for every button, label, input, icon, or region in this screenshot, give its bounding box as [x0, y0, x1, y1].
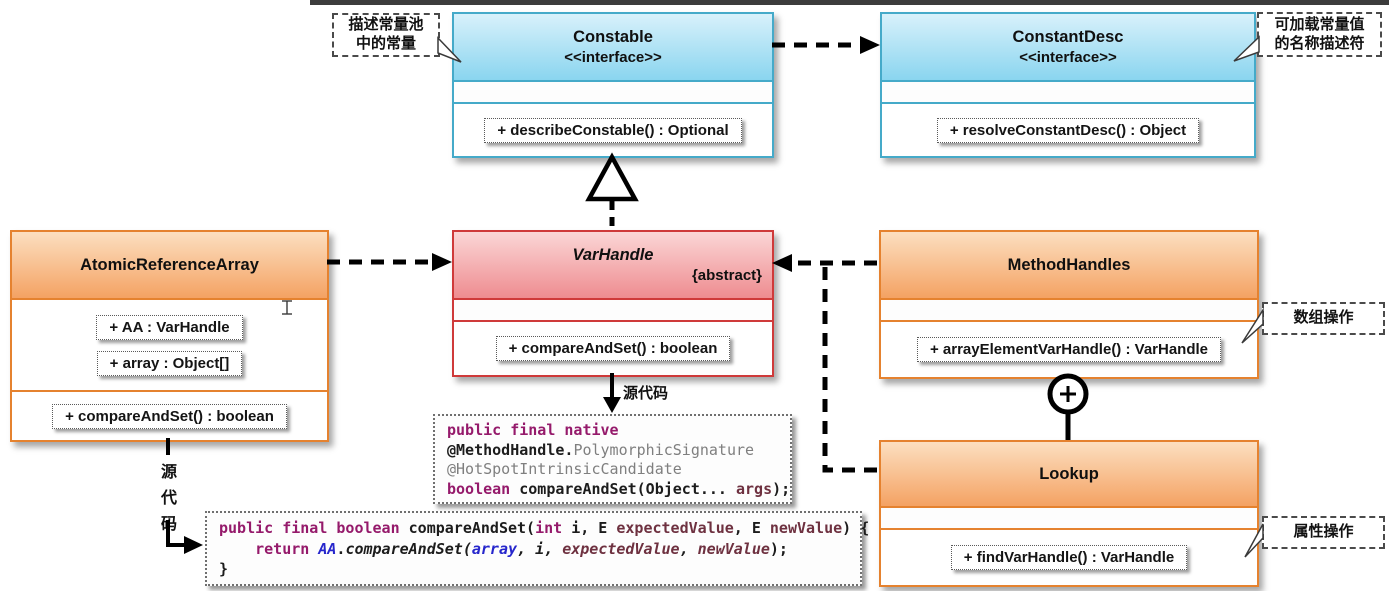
source-code-label-ara: 源 代 码 — [159, 458, 179, 534]
constantdesc-header: ConstantDesc <<interface>> — [882, 14, 1254, 82]
source-code-char-3: 码 — [160, 516, 177, 533]
lookup-methods-compartment: + findVarHandle() : VarHandle — [881, 530, 1257, 585]
note-constantdesc: 可加载常量值 的名称描述符 — [1257, 12, 1382, 57]
note-constable-line2: 中的常量 — [355, 36, 416, 52]
note-field-operation: 属性操作 — [1262, 516, 1385, 549]
constantdesc-method-chip: + resolveConstantDesc() : Object — [936, 117, 1200, 143]
atomicreferencearray-fields-compartment: + AA : VarHandle + array : Object[] — [12, 300, 327, 392]
note-constable: 描述常量池 中的常量 — [332, 13, 440, 57]
window-top-edge — [310, 0, 1389, 5]
varhandle-method-chip: + compareAndSet() : boolean — [495, 336, 731, 361]
constable-methods-compartment: + describeConstable() : Optional — [454, 104, 772, 156]
class-box-atomicreferencearray: AtomicReferenceArray + AA : VarHandle + … — [10, 230, 329, 442]
varhandle-name: VarHandle — [572, 246, 654, 264]
realization-arrow-varhandle-to-constable — [585, 152, 639, 228]
field-chip-array: + array : Object[] — [96, 350, 243, 376]
constantdesc-methods-compartment: + resolveConstantDesc() : Object — [882, 104, 1254, 156]
note-field-operation-text: 属性操作 — [1293, 524, 1354, 540]
dependency-arrow-methodhandles-to-varhandle — [772, 254, 877, 272]
field-chip-aa: + AA : VarHandle — [96, 314, 243, 340]
class-box-lookup: Lookup + findVarHandle() : VarHandle — [879, 440, 1259, 587]
class-box-constable: Constable <<interface>> + describeConsta… — [452, 12, 774, 158]
source-code-label-varhandle: 源代码 — [623, 386, 669, 402]
note-constable-line1: 描述常量池 — [348, 17, 424, 33]
varhandle-methods-compartment: + compareAndSet() : boolean — [454, 322, 772, 375]
class-box-varhandle: VarHandle {abstract} + compareAndSet() :… — [452, 230, 774, 377]
dependency-arrow-constable-to-constantdesc — [772, 36, 880, 54]
constantdesc-name: ConstantDesc — [1012, 28, 1124, 46]
methodhandles-header: MethodHandles — [881, 232, 1257, 300]
code-block-varhandle-native: public final native@MethodHandle.Polymor… — [433, 414, 792, 504]
lookup-fields-compartment — [881, 508, 1257, 530]
dependency-arrow-ara-to-varhandle — [327, 253, 452, 271]
constable-name: Constable — [573, 28, 653, 46]
methodhandles-methods-compartment: + arrayElementVarHandle() : VarHandle — [881, 322, 1257, 377]
constantdesc-fields-compartment — [882, 82, 1254, 104]
dependency-arrow-lookup-to-varhandle — [822, 266, 877, 473]
varhandle-fields-compartment — [454, 300, 772, 322]
methodhandles-fields-compartment — [881, 300, 1257, 322]
constable-method-chip: + describeConstable() : Optional — [484, 117, 742, 143]
lookup-name: Lookup — [1039, 464, 1099, 483]
lookup-method-chip: + findVarHandle() : VarHandle — [950, 545, 1188, 570]
methodhandles-method-chip: + arrayElementVarHandle() : VarHandle — [916, 337, 1222, 362]
note-constantdesc-line2: 的名称描述符 — [1274, 35, 1365, 52]
constable-header: Constable <<interface>> — [454, 14, 772, 82]
constable-fields-compartment — [454, 82, 772, 104]
atomicreferencearray-header: AtomicReferenceArray — [12, 232, 327, 300]
constable-stereotype: <<interface>> — [564, 49, 662, 66]
containment-connector-methodhandles-lookup — [1047, 373, 1089, 440]
note-constantdesc-line1: 可加载常量值 — [1274, 16, 1365, 33]
atomicreferencearray-method-chip: + compareAndSet() : boolean — [52, 403, 287, 429]
class-box-methodhandles: MethodHandles + arrayElementVarHandle() … — [879, 230, 1259, 379]
lookup-header: Lookup — [881, 442, 1257, 508]
note-array-operation-text: 数组操作 — [1293, 310, 1354, 326]
atomicreferencearray-name: AtomicReferenceArray — [80, 255, 259, 274]
atomicreferencearray-methods-compartment: + compareAndSet() : boolean — [12, 392, 327, 440]
source-code-char-2: 代 — [160, 490, 177, 507]
varhandle-header: VarHandle {abstract} — [454, 232, 772, 300]
varhandle-abstract-modifier: {abstract} — [691, 267, 762, 284]
source-code-arrow-varhandle — [603, 373, 621, 413]
class-box-constantdesc: ConstantDesc <<interface>> + resolveCons… — [880, 12, 1256, 158]
source-code-char-1: 源 — [160, 464, 177, 481]
methodhandles-name: MethodHandles — [1007, 255, 1131, 274]
constantdesc-stereotype: <<interface>> — [1019, 49, 1117, 66]
note-array-operation: 数组操作 — [1262, 302, 1385, 335]
code-block-ara-implementation: public final boolean compareAndSet(int i… — [205, 511, 869, 586]
